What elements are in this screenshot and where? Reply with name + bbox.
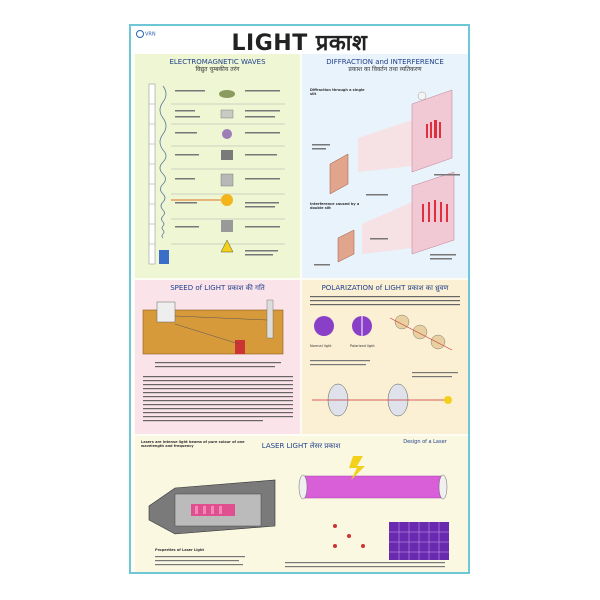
polarization-diagram	[310, 296, 460, 417]
em-spectrum-diagram	[148, 83, 285, 265]
laser-design-title: Design of a Laser	[403, 439, 447, 445]
double-slit-label: Interference caused by a double slit	[310, 202, 360, 210]
laser-title: LASER LIGHT लेसर प्रकाश	[261, 442, 341, 450]
polarization-panel: POLARIZATION of LIGHT प्रकाश का ध्रुवण N…	[302, 280, 468, 434]
light-chart-poster: VRN LIGHT प्रकाश ELECTROMAGNETIC WAVES व…	[129, 24, 470, 574]
dif-title-hindi: प्रकाश का विवर्तन तथा व्यतिकरण	[348, 66, 422, 73]
publisher-logo: VRN	[136, 30, 156, 38]
speed-of-light-panel: SPEED of LIGHT प्रकाश की गति	[135, 280, 300, 434]
normal-light-label: Normal light	[310, 344, 332, 348]
laser-intro: Lasers are intense light beams of pure c…	[141, 440, 245, 448]
poster-header: VRN LIGHT प्रकाश	[131, 26, 468, 56]
speed-title: SPEED of LIGHT प्रकाश की गति	[170, 284, 265, 292]
polarization-title: POLARIZATION of LIGHT प्रकाश का ध्रुवण	[321, 284, 449, 292]
diffraction-interference-panel: DIFFRACTION and INTERFERENCE प्रकाश का व…	[302, 54, 468, 278]
single-slit-label: Diffraction through a single slit	[310, 88, 365, 96]
laser-light-panel: Lasers are intense light beams of pure c…	[135, 436, 468, 572]
polarized-light-label: Polarized light	[350, 344, 375, 348]
laser-diagram	[148, 456, 449, 568]
speed-experiment-diagram	[142, 299, 293, 422]
dif-title: DIFFRACTION and INTERFERENCE	[326, 58, 444, 66]
diffraction-diagram	[312, 89, 460, 266]
electromagnetic-waves-panel: ELECTROMAGNETIC WAVES विद्युत चुम्बकीय त…	[135, 54, 300, 278]
poster-title: LIGHT प्रकाश	[231, 31, 368, 56]
laser-properties-title: Properties of Laser Light	[155, 548, 205, 552]
em-title-hindi: विद्युत चुम्बकीय तरंग	[195, 66, 240, 73]
em-title: ELECTROMAGNETIC WAVES	[169, 58, 266, 66]
